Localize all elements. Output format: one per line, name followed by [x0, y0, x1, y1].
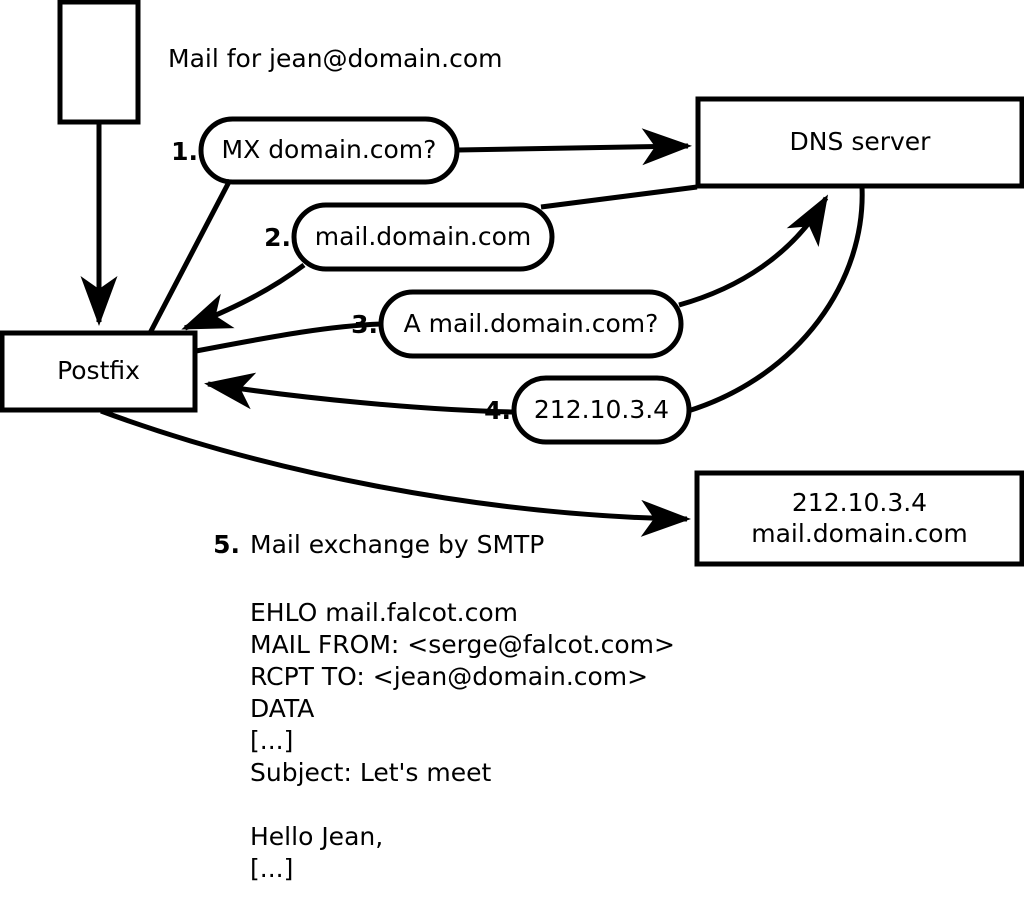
postfix-node: Postfix	[2, 333, 195, 410]
target-mailserver-node: 212.10.3.4 mail.domain.com	[697, 473, 1022, 564]
smtp-transcript-line: EHLO mail.falcot.com	[250, 598, 519, 627]
leader-postfix-to-step-1	[147, 178, 233, 335]
smtp-transcript-line: RCPT TO: <jean@domain.com>	[250, 662, 649, 691]
smtp-transcript-line	[250, 789, 675, 821]
smtp-transcript-line	[250, 885, 675, 917]
target-mailserver-box	[694, 470, 1024, 567]
step-2-label: mail.domain.com	[314, 221, 532, 251]
smtp-transcript-line: MAIL FROM: <serge@falcot.com>	[250, 630, 675, 659]
postfix-label: Postfix	[57, 356, 140, 386]
diagram-title: Mail for jean@domain.com	[168, 44, 503, 73]
sender-box	[57, 0, 141, 125]
step-3-number: 3.	[351, 310, 378, 339]
smtp-transcript-line: Hello Jean,	[250, 822, 384, 851]
arrow-step-1-to-dns	[457, 128, 692, 166]
step-1-bubble-text: MX domain.com?	[201, 119, 457, 182]
step-1-number: 1.	[171, 137, 198, 166]
step-2-number: 2.	[264, 223, 291, 252]
step-5-heading: Mail exchange by SMTP	[250, 530, 545, 559]
line-dns-to-step-2	[540, 184, 698, 210]
step-3-label: A mail.domain.com?	[403, 308, 659, 338]
arrow-step-4-to-postfix	[204, 372, 515, 415]
arrow-step-3-to-dns	[678, 194, 829, 308]
step-2-bubble	[291, 202, 555, 272]
step-4-number: 4.	[484, 396, 511, 425]
arrow-step-2-to-postfix	[181, 262, 306, 331]
line-dns-to-step-4	[687, 186, 865, 414]
target-ip-label: 212.10.3.4	[791, 488, 928, 517]
dns-server-box	[695, 96, 1024, 189]
target-host-label: mail.domain.com	[751, 518, 968, 548]
dns-server-node: DNS server	[698, 99, 1022, 186]
smtp-transcript-line: Subject: Let's meet	[250, 758, 492, 787]
step-3-bubble-text: A mail.domain.com?	[381, 292, 681, 356]
step-1-label: MX domain.com?	[221, 135, 437, 165]
dns-server-label: DNS server	[789, 127, 931, 157]
smtp-transcript-line: DATA	[250, 694, 315, 723]
postfix-box	[0, 330, 198, 413]
arrow-postfix-to-target	[100, 408, 691, 537]
step-2-bubble-text: mail.domain.com	[294, 205, 552, 269]
line-postfix-to-step-3	[195, 321, 382, 354]
smtp-transcript-line: [...]	[250, 726, 294, 755]
smtp-transcript-line: [...]	[250, 854, 294, 883]
step-4-label: 212.10.3.4	[533, 394, 670, 424]
step-5-number: 5.	[213, 530, 240, 559]
step-1-bubble	[198, 116, 460, 185]
step-4-bubble-text: 212.10.3.4	[514, 378, 689, 442]
